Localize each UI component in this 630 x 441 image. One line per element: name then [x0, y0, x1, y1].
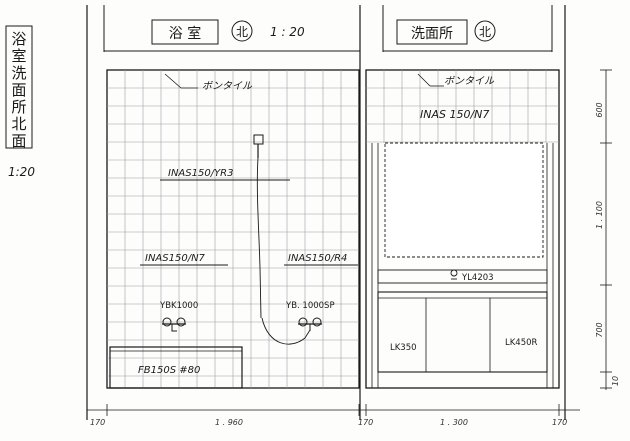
towel-ring-icon	[450, 269, 458, 280]
shower-head-icon	[253, 134, 264, 145]
sheet-title-char: 室	[11, 47, 26, 65]
faucet-right-icon	[298, 317, 322, 331]
dim-bottom: 1 . 960	[215, 418, 243, 427]
wash-tile-grid	[366, 70, 559, 143]
bath-tile-lower-right: INAS150/R4	[288, 253, 347, 264]
sheet-title-char: 所	[11, 98, 26, 116]
wash-room-label: 洗面所	[411, 26, 453, 42]
bath-tile-grid	[107, 70, 359, 388]
bath-tile-lower-left: INAS150/N7	[145, 253, 206, 264]
wash-cab-left: LK350	[390, 343, 417, 353]
sheet-title-char: 北	[11, 115, 26, 133]
bath-tile-upper: INAS150/YR3	[168, 168, 234, 179]
wash-cab-right: LK450R	[505, 338, 538, 348]
bath-room-label-box	[151, 19, 219, 45]
north-circle-icon	[474, 20, 496, 42]
dim-right: 1 . 100	[595, 201, 604, 229]
mirror	[384, 142, 544, 258]
wash-wall	[365, 69, 560, 389]
dim-right: 700	[595, 322, 604, 337]
bath-room-label: 浴 室	[169, 25, 201, 42]
dim-bottom: 170	[90, 418, 105, 427]
bath-orientation: 北	[236, 25, 248, 39]
shower-hose	[261, 317, 311, 345]
sheet-scale: 1:20	[8, 165, 35, 179]
faucet-left-icon	[162, 317, 186, 332]
bathtub	[109, 346, 243, 389]
sheet-title-box	[5, 25, 33, 149]
wash-room-label-box	[396, 19, 468, 45]
counter-band	[377, 269, 548, 284]
vanity-cabinet	[377, 291, 548, 373]
sheet-title-char: 面	[11, 81, 26, 99]
dim-right: 600	[595, 102, 604, 117]
bath-top-finish: ボンタイル	[202, 80, 253, 92]
dim-bottom: 1 . 300	[440, 418, 468, 427]
north-circle-icon	[231, 20, 253, 42]
bath-tub-label: FB150S #80	[138, 365, 200, 376]
bath-faucet-left-label: YBK1000	[159, 301, 198, 311]
sheet-title-char: 洗	[11, 64, 26, 82]
sheet-title-char: 浴	[11, 30, 26, 48]
shower-rail	[256, 157, 262, 319]
bath-scale: 1 : 20	[270, 25, 305, 39]
wash-top-finish: ボンタイル	[444, 75, 495, 87]
wash-towel-bar: YL4203	[461, 273, 494, 283]
wash-tile: INAS 150/N7	[420, 108, 489, 121]
dim-bottom: 170	[552, 418, 567, 427]
wash-orientation: 北	[479, 25, 491, 39]
sheet-title-char: 面	[11, 132, 26, 150]
bath-faucet-right-label: YB. 1000SP	[285, 301, 335, 311]
dim-right: 10	[611, 376, 620, 386]
dim-bottom: 170	[358, 418, 373, 427]
